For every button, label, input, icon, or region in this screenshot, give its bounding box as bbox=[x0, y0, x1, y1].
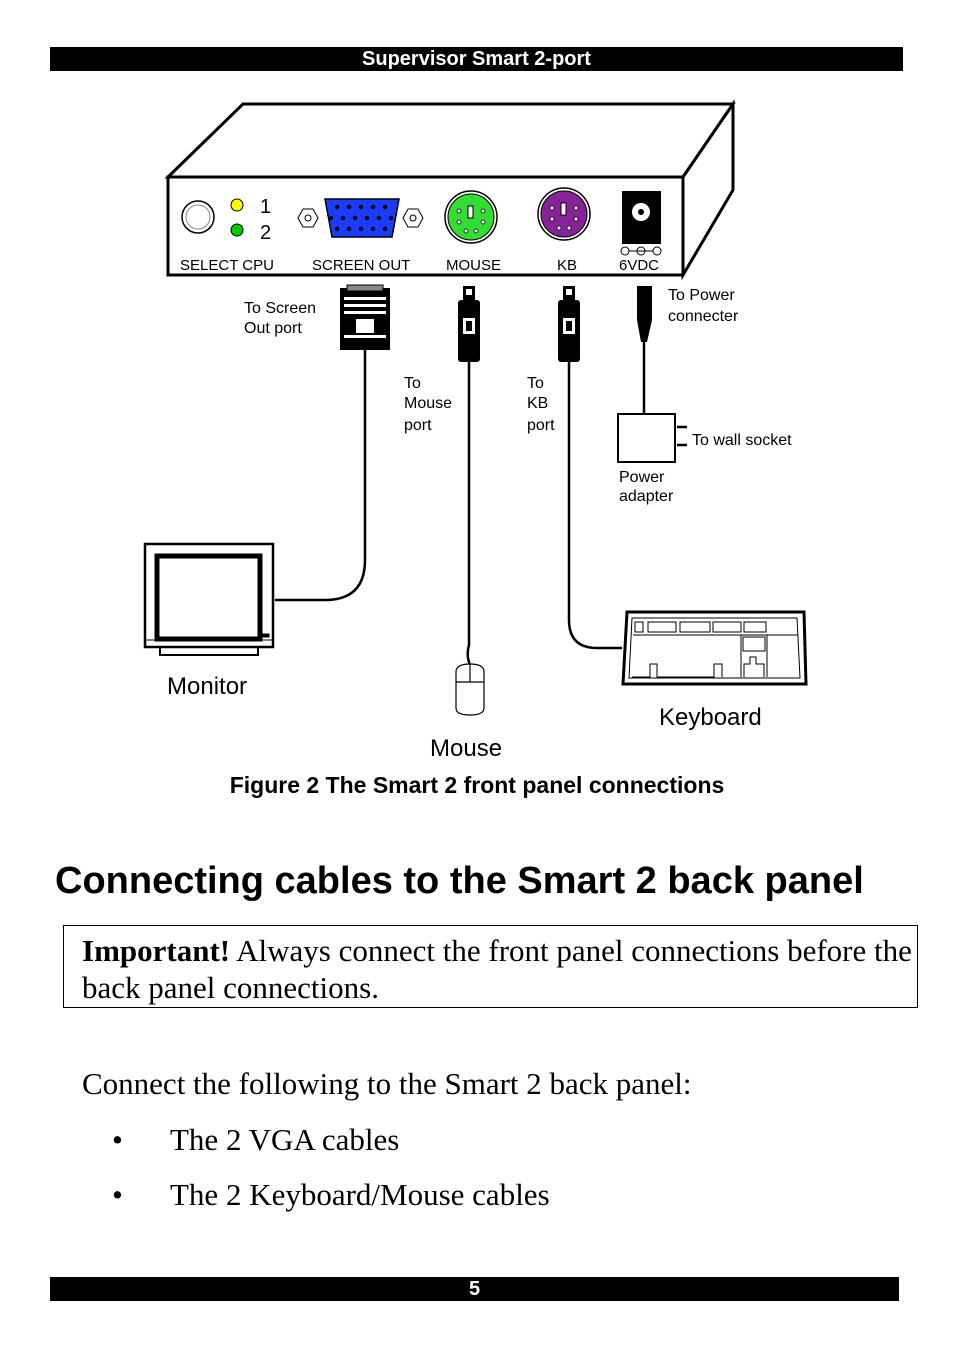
vga-plug-icon bbox=[340, 284, 390, 350]
power-plug-icon bbox=[637, 286, 652, 342]
device-top bbox=[164, 102, 736, 179]
callout-mouse-3: port bbox=[404, 417, 432, 434]
power-adapter-icon bbox=[617, 413, 676, 463]
callout-power-2: connecter bbox=[668, 308, 739, 325]
page-number: 5 bbox=[50, 1277, 899, 1301]
power-port-label: 6VDC bbox=[619, 257, 659, 274]
callout-adapter-1: Power bbox=[619, 469, 665, 486]
power-jack-icon bbox=[620, 191, 662, 256]
callout-adapter-2: adapter bbox=[619, 488, 674, 505]
device-front bbox=[166, 175, 685, 277]
keyboard-label: Keyboard bbox=[659, 704, 762, 731]
section-heading: Connecting cables to the Smart 2 back pa… bbox=[55, 860, 864, 902]
led-2-label: 2 bbox=[260, 222, 271, 244]
callout-wall-socket: To wall socket bbox=[692, 432, 792, 449]
mouse-label: Mouse bbox=[430, 735, 502, 762]
callout-kb-3: port bbox=[527, 417, 555, 434]
callout-mouse-2: Mouse bbox=[404, 395, 452, 412]
important-text: Always connect the front panel connectio… bbox=[82, 933, 912, 1005]
led-1-icon bbox=[230, 198, 244, 212]
page-header: Supervisor Smart 2-port bbox=[50, 47, 903, 71]
mouse-port-icon bbox=[444, 190, 498, 244]
callout-kb-2: KB bbox=[527, 395, 548, 412]
screen-out-label: SCREEN OUT bbox=[312, 257, 410, 274]
list-item-text: The 2 Keyboard/Mouse cables bbox=[170, 1177, 550, 1212]
mouse-plug-icon bbox=[458, 286, 480, 362]
select-cpu-label: SELECT CPU bbox=[180, 257, 274, 274]
keyboard-port-icon bbox=[537, 187, 591, 241]
keyboard-icon bbox=[621, 610, 808, 686]
monitor-icon bbox=[143, 542, 275, 656]
led-1-label: 1 bbox=[260, 196, 271, 218]
list-item-text: The 2 VGA cables bbox=[170, 1122, 400, 1157]
callout-screen-2: Out port bbox=[244, 320, 302, 337]
intro-paragraph: Connect the following to the Smart 2 bac… bbox=[82, 1066, 692, 1101]
figure-caption: Figure 2 The Smart 2 front panel connect… bbox=[229, 772, 725, 798]
monitor-label: Monitor bbox=[167, 673, 247, 700]
vga-port-icon bbox=[297, 198, 424, 238]
kb-port-label: KB bbox=[557, 257, 577, 274]
led-2-icon bbox=[230, 223, 244, 237]
important-note: Important! Always connect the front pane… bbox=[63, 925, 918, 1008]
front-panel-diagram: 1 2 SELECT CPU SCREEN OUT MOUSE KB 6VDC bbox=[143, 99, 808, 762]
mouse-port-label: MOUSE bbox=[446, 257, 501, 274]
callout-power-1: To Power bbox=[668, 287, 735, 304]
callout-screen-1: To Screen bbox=[244, 300, 316, 317]
vga-cable bbox=[275, 350, 367, 602]
mouse-cable bbox=[466, 360, 472, 666]
callout-kb-1: To bbox=[527, 375, 544, 392]
kb-plug-icon bbox=[558, 286, 580, 362]
important-label: Important! bbox=[82, 933, 231, 968]
callout-mouse-1: To bbox=[404, 375, 421, 392]
mouse-icon bbox=[455, 663, 485, 716]
kb-cable bbox=[567, 360, 622, 650]
